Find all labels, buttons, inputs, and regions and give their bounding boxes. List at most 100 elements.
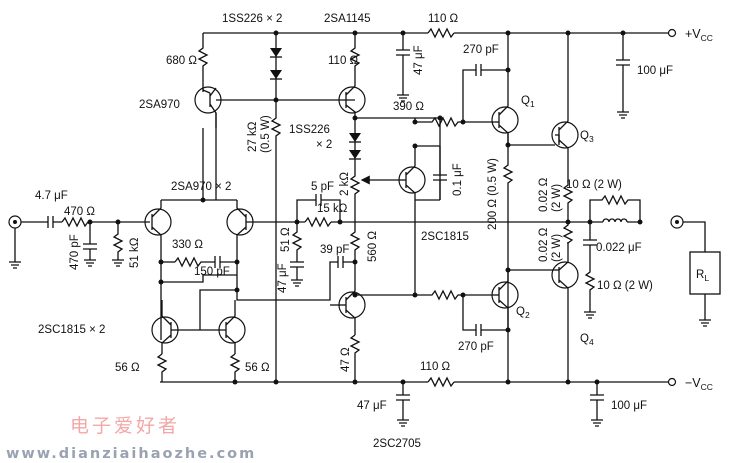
- label-r51k: 51 kΩ: [129, 237, 141, 268]
- cap-0.1u: [433, 146, 447, 200]
- resistor-560: [349, 222, 361, 290]
- cap-270p-top: [462, 64, 508, 122]
- resistor-0.02-top: [562, 180, 574, 222]
- label-q3: Q3: [580, 130, 594, 144]
- resistor-110-top-rail: [427, 27, 455, 39]
- label-r002-top-watt: (2 W): [551, 184, 563, 212]
- label-q1: Q1: [521, 95, 535, 109]
- label-r2k: 2 kΩ: [339, 172, 351, 196]
- label-c470p: 470 pF: [69, 234, 81, 270]
- label-r110-top: 110 Ω: [328, 55, 359, 67]
- label-c47u-top: 47 μF: [413, 45, 425, 75]
- positive-terminal: [667, 28, 677, 38]
- negative-rail: [160, 377, 677, 387]
- cap-0.022u: [583, 222, 597, 265]
- cap-270p-bottom: [462, 295, 508, 336]
- cap-47u-fb: [290, 261, 304, 287]
- pot-2k: [349, 170, 400, 222]
- label-r002-bottom: 0.02 Ω: [538, 227, 550, 262]
- transistor-mirror-right: [218, 300, 246, 354]
- label-diodes-mid-2: × 2: [316, 139, 332, 151]
- resistor-10-top: [589, 194, 641, 222]
- transistor-q1: [491, 70, 519, 145]
- resistor-56-right: [229, 353, 241, 382]
- label-diff-pair: 2SA970 × 2: [171, 181, 231, 193]
- label-c5p: 5 pF: [311, 181, 334, 193]
- label-r47: 47 Ω: [340, 347, 352, 372]
- resistor-110-top: [349, 33, 361, 84]
- label-r002-bottom-watt: (2 W): [551, 234, 563, 262]
- transistor-q3: [551, 33, 579, 180]
- resistor-200: [502, 133, 514, 382]
- label-r110-rail-top: 110 Ω: [428, 13, 459, 25]
- label-c270-top: 270 pF: [463, 44, 499, 56]
- label-negative-supply: −VCC: [685, 376, 713, 392]
- label-r56-left: 56 Ω: [115, 362, 140, 374]
- label-r51: 51 Ω: [280, 227, 292, 252]
- label-diodes-mid-1: 1SS226: [289, 124, 330, 136]
- transistor-diff-right: [226, 200, 275, 290]
- label-q2: Q2: [516, 306, 530, 320]
- load-rl: [689, 251, 721, 327]
- inductor: [602, 216, 628, 226]
- resistor-680: [197, 33, 209, 82]
- label-c150p: 150 pF: [194, 266, 230, 278]
- negative-terminal: [667, 377, 677, 387]
- label-positive-supply: +VCC: [685, 27, 713, 43]
- resistor-27k: [270, 100, 282, 382]
- label-r27k-watt: (0.5 W): [260, 115, 272, 153]
- label-r330: 330 Ω: [172, 239, 203, 251]
- label-r56-right: 56 Ω: [245, 362, 270, 374]
- label-2sa970-top: 2SA970: [139, 99, 180, 111]
- label-rl: RL: [696, 269, 709, 283]
- resistor-330: [174, 256, 237, 268]
- label-c0022u: 0.022 μF: [596, 242, 642, 254]
- input-jack: [8, 215, 22, 269]
- label-q4: Q4: [580, 333, 594, 347]
- label-r10-top: 10 Ω (2 W): [566, 179, 622, 191]
- label-c100u-top: 100 μF: [637, 65, 673, 77]
- watermark-chinese: 电子爱好者: [70, 415, 180, 437]
- label-r27k: 27 kΩ: [247, 121, 259, 152]
- label-r390-top: 390 Ω: [393, 101, 424, 113]
- cap-100u-top: [616, 33, 630, 119]
- label-c47u-fb: 47 μF: [277, 263, 289, 293]
- cap-5p: [296, 194, 341, 222]
- label-2sa1145: 2SA1145: [324, 13, 370, 25]
- label-r110-rail-bottom: 110 Ω: [420, 361, 451, 373]
- resistor-10-bottom: [584, 265, 596, 319]
- label-r002-top: 0.02 Ω: [538, 177, 550, 212]
- resistor-56-left: [156, 353, 168, 382]
- transistor-2sc1815-vbe: [398, 146, 426, 250]
- label-mirror: 2SC1815 × 2: [38, 324, 105, 336]
- label-r470: 470 Ω: [64, 206, 95, 218]
- watermark-url: www.dianziaihaozhe.com: [6, 446, 256, 462]
- transistor-mirror-left: [151, 300, 179, 354]
- label-diodes-top: 1SS226 × 2: [222, 13, 282, 25]
- resistor-390-top: [414, 116, 495, 128]
- cap-47u-top: [396, 33, 410, 102]
- label-2sc2705: 2SC2705: [373, 438, 421, 450]
- resistor-15k: [304, 216, 332, 228]
- label-2sc1815-vbe: 2SC1815: [421, 231, 469, 243]
- label-c47u-in: 4.7 μF: [35, 190, 68, 202]
- label-c39p: 39 pF: [320, 244, 349, 256]
- transistor-q4: [551, 242, 579, 382]
- resistor-47: [349, 334, 361, 382]
- cap-470p: [83, 222, 97, 267]
- label-c270-bottom: 270 pF: [458, 341, 494, 353]
- label-r200: 200 Ω (0.5 W): [487, 158, 499, 230]
- label-c47u-bottom: 47 μF: [357, 400, 387, 412]
- label-r560: 560 Ω: [367, 231, 379, 262]
- label-c01u: 0.1 μF: [452, 163, 464, 196]
- resistor-390-bottom: [414, 250, 495, 301]
- resistor-0.02-bottom: [562, 222, 574, 245]
- cap-47u-bottom: [396, 382, 410, 427]
- label-r10-bottom: 10 Ω (2 W): [597, 280, 653, 292]
- output-jack: [670, 215, 706, 252]
- resistor-51k: [112, 222, 124, 267]
- resistor-470: [61, 216, 150, 228]
- label-c100u-bottom: 100 μF: [611, 400, 647, 412]
- transistor-2sa970-top: [194, 82, 355, 128]
